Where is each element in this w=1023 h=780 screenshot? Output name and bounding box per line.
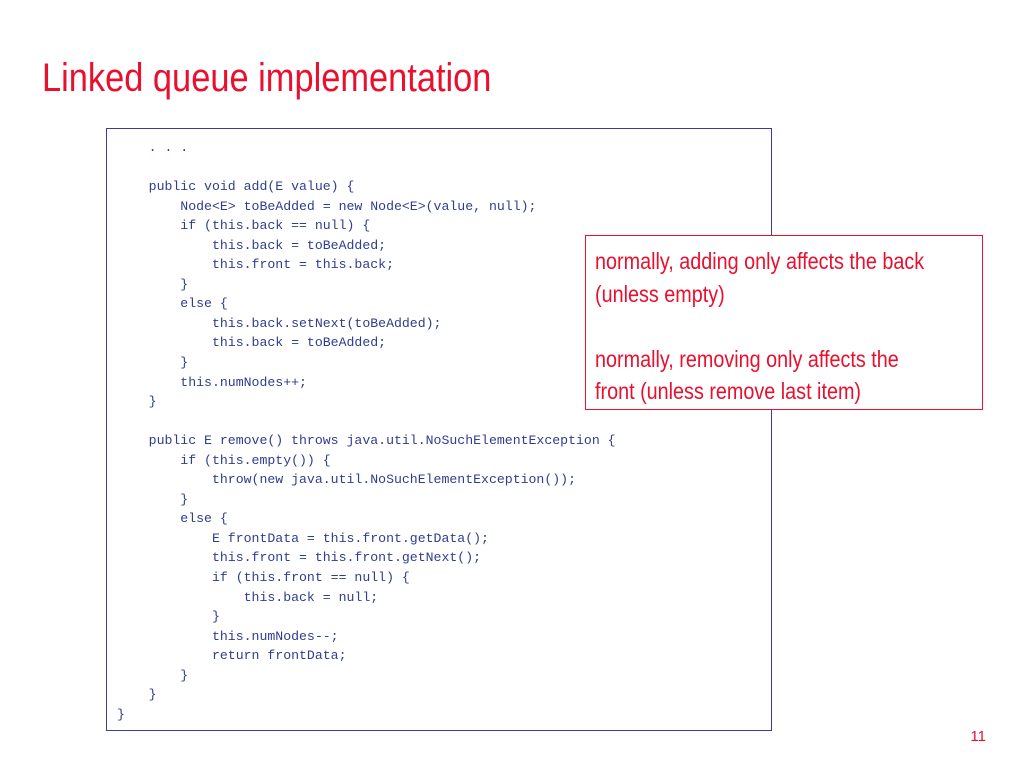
annotation-line: front (unless remove last item) (595, 378, 862, 404)
code-box: . . . public void add(E value) { Node<E>… (106, 128, 772, 731)
code-line: if (this.empty()) { (117, 452, 331, 468)
code-line (117, 158, 616, 178)
code-line: return frontData; (117, 648, 347, 664)
code-line: public void add(E value) { (117, 179, 355, 195)
annotation-text: normally, adding only affects the back (… (595, 245, 973, 408)
annotation-callout: normally, adding only affects the back (… (585, 235, 983, 410)
code-line: else { (117, 296, 228, 312)
code-line: E frontData = this.front.getData(); (117, 530, 489, 546)
code-line: if (this.back == null) { (117, 218, 371, 234)
code-line: public E remove() throws java.util.NoSuc… (117, 433, 616, 449)
code-line: this.numNodes++; (117, 374, 307, 390)
code-line: throw(new java.util.NoSuchElementExcepti… (117, 472, 576, 488)
code-line: this.back.setNext(toBeAdded); (117, 315, 442, 331)
code-line: this.numNodes--; (117, 628, 339, 644)
code-line: if (this.front == null) { (117, 570, 410, 586)
code-line: this.front = this.back; (117, 257, 394, 273)
code-line: . . . (117, 140, 189, 155)
code-line: Node<E> toBeAdded = new Node<E>(value, n… (117, 198, 537, 214)
annotation-line: normally, removing only affects the (595, 345, 899, 372)
code-line: this.back = toBeAdded; (117, 237, 387, 253)
annotation-line: normally, adding only affects the back (595, 248, 925, 274)
code-listing: . . . public void add(E value) { Node<E>… (117, 138, 616, 724)
code-line: this.front = this.front.getNext(); (117, 550, 482, 566)
code-line: } (117, 355, 189, 371)
code-line: } (117, 394, 157, 410)
code-line (117, 412, 616, 432)
page-number: 11 (970, 728, 986, 745)
code-line: } (117, 276, 189, 292)
code-line: else { (117, 511, 228, 527)
code-line: } (117, 609, 220, 625)
annotation-line (595, 310, 973, 343)
code-line: } (117, 706, 125, 722)
slide-title: Linked queue implementation (42, 56, 492, 100)
code-line: } (117, 491, 189, 507)
annotation-line: (unless empty) (595, 280, 725, 307)
code-line: this.back = null; (117, 589, 379, 605)
code-line: } (117, 687, 157, 703)
code-line: } (117, 667, 189, 683)
code-line: this.back = toBeAdded; (117, 335, 387, 351)
